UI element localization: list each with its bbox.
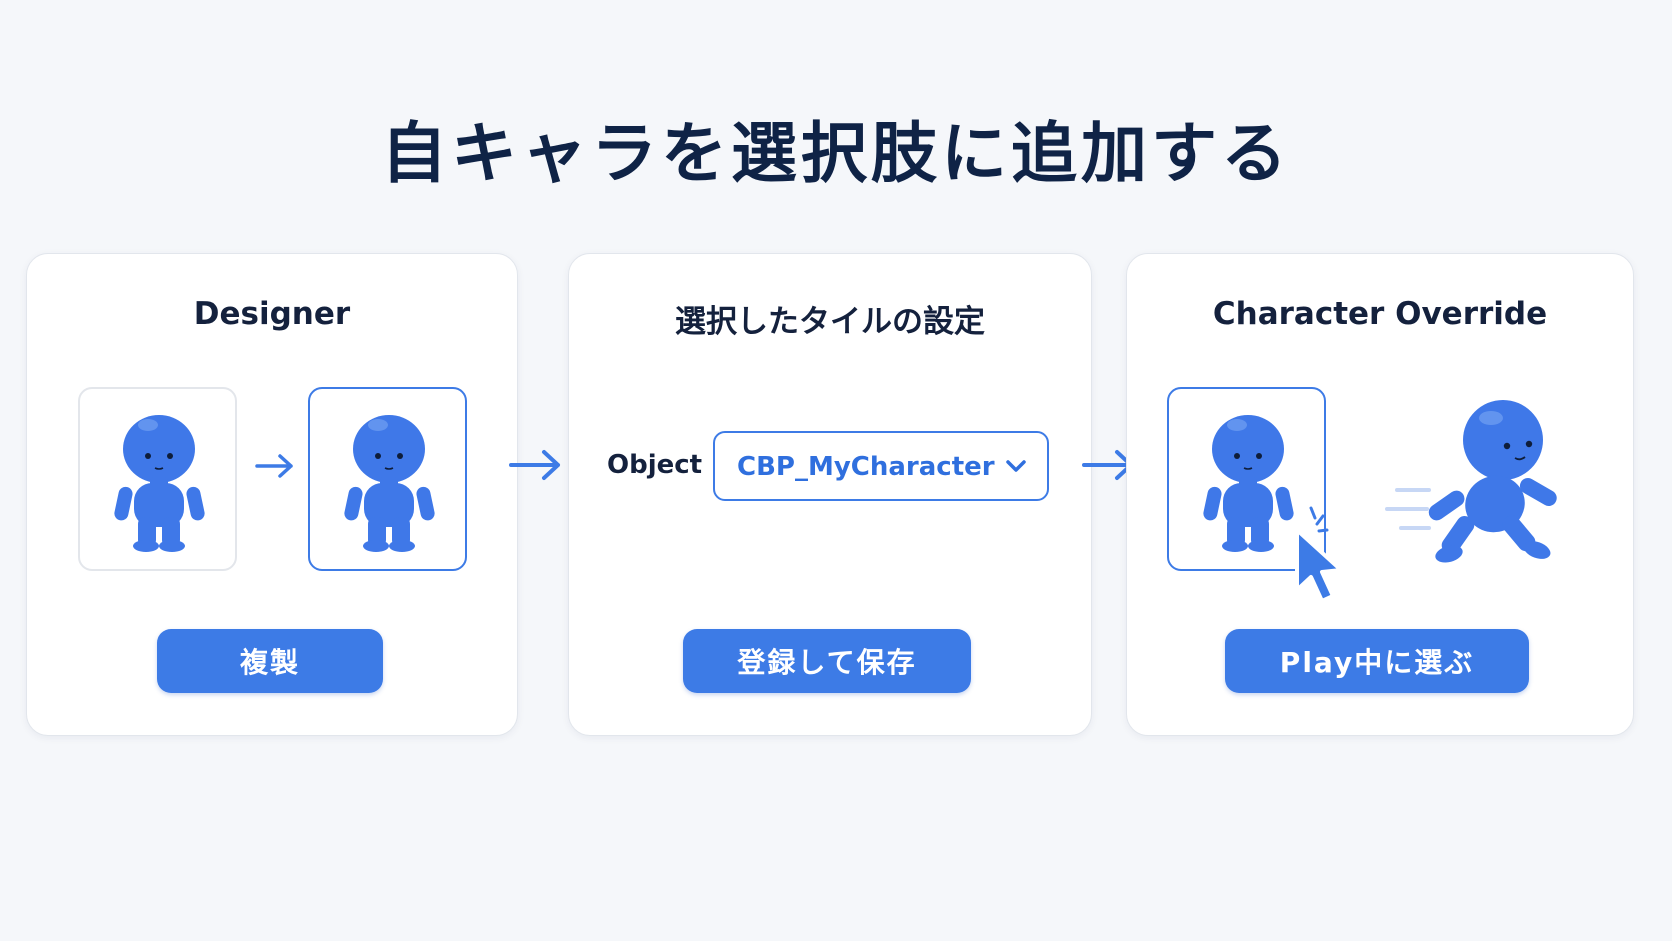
chevron-down-icon [1006,460,1026,472]
designer-card: Designer [26,253,518,736]
object-dropdown[interactable]: CBP_MyCharacter [713,431,1049,501]
object-field-label: Object [607,450,703,480]
page-title: 自キャラを選択肢に追加する [381,115,1291,192]
running-character-icon [1428,400,1557,563]
blue-character-icon [344,415,435,552]
character-override-card: Character Override [1126,253,1634,736]
arrow-right-icon [509,450,560,480]
object-dropdown-value: CBP_MyCharacter [737,452,995,482]
blue-character-icon [1203,415,1294,552]
tile-settings-card: 選択したタイルの設定 Object CBP_MyCharacter 登録して保存 [568,253,1092,736]
designer-card-title: Designer [193,296,351,332]
mouse-cursor-icon [1295,506,1343,603]
select-during-play-button[interactable]: Play中に選ぶ [1225,629,1529,693]
arrow-right-icon [255,454,293,478]
tile-settings-card-title: 選択したタイルの設定 [675,304,985,340]
duplicated-character-tile[interactable] [308,387,467,571]
blue-character-icon [114,415,205,552]
speed-lines-icon [1385,488,1431,530]
original-character-tile[interactable] [78,387,237,571]
character-override-card-title: Character Override [1212,296,1548,332]
duplicate-button[interactable]: 複製 [157,629,383,693]
register-save-button[interactable]: 登録して保存 [683,629,971,693]
